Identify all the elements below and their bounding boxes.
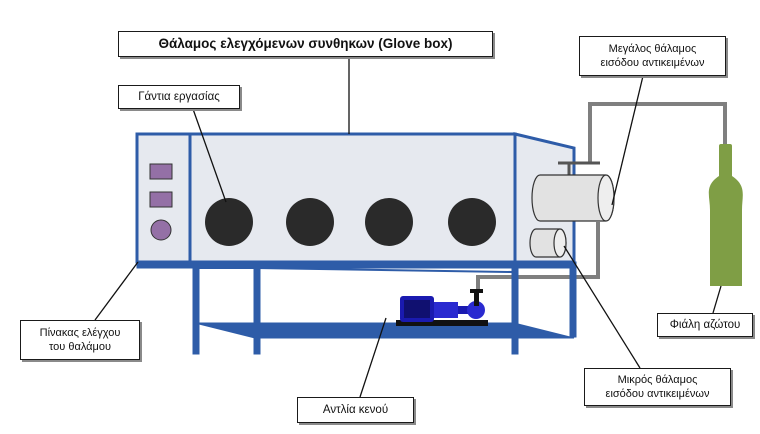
glove-box [135, 132, 576, 264]
small-chamber-label: Μικρός θάλαμος εισόδου αντικειμένων [584, 368, 731, 406]
large-chamber-label: Μεγάλος θάλαμος εισόδου αντικειμένων [579, 36, 726, 76]
glove-port [448, 198, 496, 246]
title-label: Θάλαμος ελεγχόμενων συνθηκων (Glove box) [118, 31, 493, 57]
nitrogen-bottle [708, 144, 743, 286]
vacuum-pump-label: Αντλία κενού [297, 397, 414, 423]
nitrogen-bottle-label: Φιάλη αζώτου [657, 313, 753, 337]
control-panel [135, 132, 192, 264]
glove-port [286, 198, 334, 246]
small-entry-chamber [529, 228, 567, 258]
control-panel-label: Πίνακας ελέγχου του θαλάμου [20, 320, 140, 360]
nitrogen-pipe [476, 102, 727, 292]
stand [136, 261, 577, 355]
vacuum-pump [396, 289, 488, 326]
glove-port [205, 198, 253, 246]
control-button [149, 163, 173, 180]
control-button [149, 191, 173, 208]
gloves-label: Γάντια εργασίας [118, 85, 240, 109]
large-entry-chamber [531, 161, 615, 222]
glove-port [365, 198, 413, 246]
leader-lines [94, 57, 722, 398]
control-knob [150, 219, 172, 241]
